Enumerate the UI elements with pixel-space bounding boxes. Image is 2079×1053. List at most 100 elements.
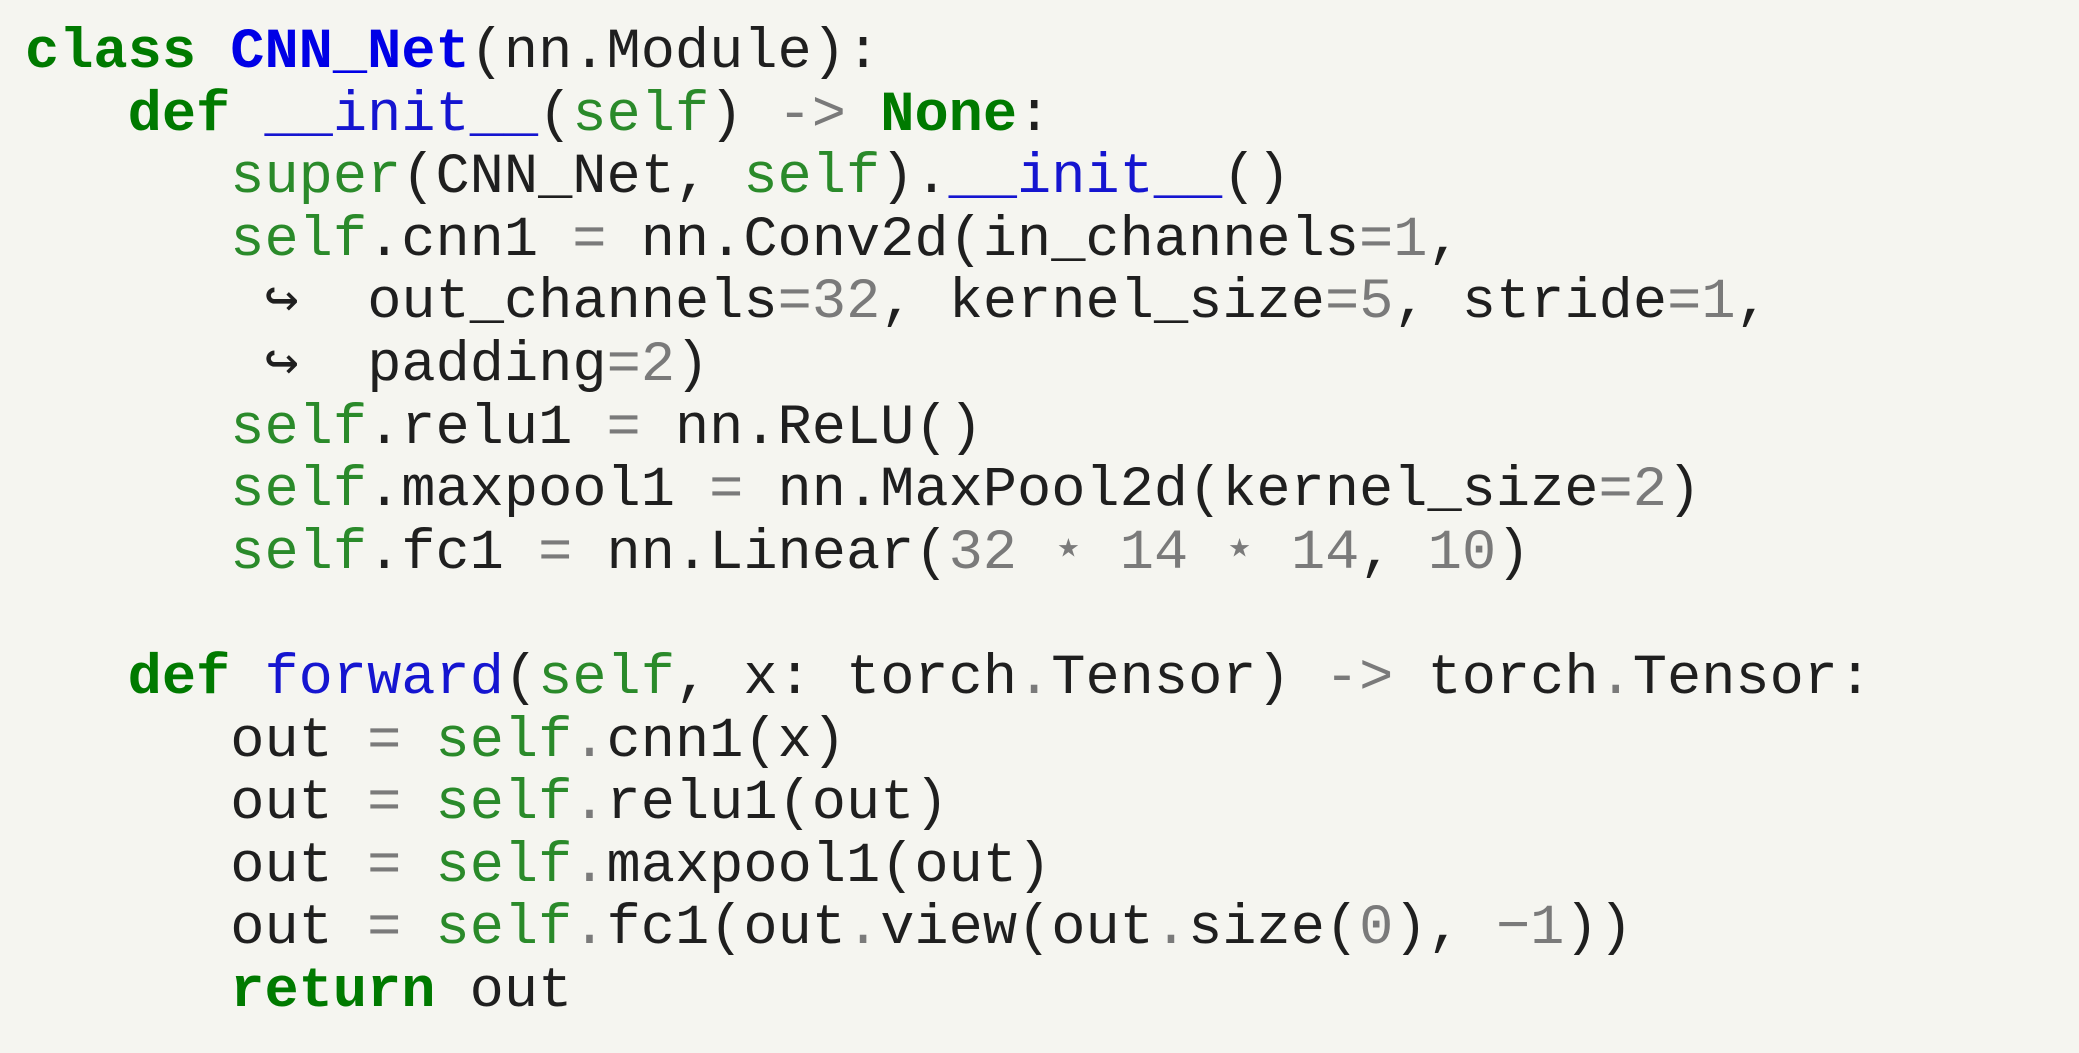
text-token — [25, 647, 128, 711]
text-token: padding — [298, 333, 607, 398]
operator-token: -> — [1324, 646, 1394, 711]
text-token — [25, 960, 230, 1024]
code-line: super(CNN_Net, self).__init__() — [25, 147, 1872, 210]
number-token: 14 — [1119, 521, 1189, 586]
operator-token: = — [538, 521, 573, 586]
text-token — [25, 334, 264, 398]
text-token: .cnn1 — [367, 208, 573, 273]
code-line: self.maxpool1 = nn.MaxPool2d(kernel_size… — [25, 460, 1872, 523]
builtin-token: self — [743, 146, 881, 211]
text-token: ( — [538, 83, 573, 148]
code-line: ↪ padding=2) — [25, 335, 1872, 398]
text-token — [846, 84, 880, 148]
operator-token: = — [606, 396, 641, 461]
line-continuation-icon: ↪ — [264, 271, 299, 336]
text-token — [401, 897, 435, 961]
operator-token: = — [572, 208, 607, 273]
number-token: 2 — [640, 333, 676, 398]
text-token — [1188, 522, 1222, 586]
operator-token: . — [572, 897, 607, 962]
operator-token: . — [846, 897, 881, 962]
operator-token: ⋆ — [1222, 521, 1257, 586]
number-token: 2 — [1632, 459, 1667, 524]
operator-token: = — [367, 772, 402, 837]
text-token — [25, 146, 230, 210]
operator-token: = — [777, 271, 812, 336]
text-token: Tensor) — [1051, 646, 1325, 711]
text-token: , — [1427, 208, 1462, 273]
number-token: 5 — [1359, 271, 1394, 336]
function-name-token: __init__ — [948, 146, 1223, 211]
code-line: def forward(self, x: torch.Tensor) -> to… — [25, 646, 1873, 711]
number-token: 10 — [1427, 521, 1497, 586]
text-token: )) — [1564, 897, 1633, 962]
code-line — [25, 585, 1872, 648]
builtin-token: self — [572, 83, 710, 148]
operator-token: = — [1598, 459, 1633, 524]
text-token — [25, 522, 230, 586]
text-token: out_channels — [298, 271, 778, 336]
number-token: 14 — [1290, 521, 1360, 586]
text-token: relu1(out) — [606, 772, 949, 837]
text-token: cnn1(x) — [606, 709, 846, 774]
code-line: ↪ out_channels=32, kernel_size=5, stride… — [25, 272, 1872, 335]
operator-token: = — [367, 897, 402, 962]
operator-token: . — [1153, 897, 1189, 962]
text-token: view(out — [880, 897, 1154, 962]
operator-token: = — [606, 333, 641, 398]
operator-token: = — [1359, 208, 1394, 273]
operator-token: = — [1667, 271, 1702, 336]
keyword-token: def — [127, 646, 231, 711]
text-token: .fc1 — [367, 521, 539, 586]
text-token: , kernel_size — [880, 271, 1325, 336]
text-token: (nn.Module): — [469, 21, 881, 85]
class-name-token: CNN_Net — [230, 21, 470, 85]
number-token: 1 — [1701, 271, 1736, 336]
builtin-token: self — [538, 646, 675, 711]
text-token — [230, 647, 264, 711]
number-token: 0 — [1359, 897, 1394, 962]
text-token: (CNN_Net, — [401, 146, 744, 211]
code-line: return out — [25, 961, 1872, 1024]
text-token: : — [1017, 83, 1052, 148]
text-token: fc1(out — [606, 897, 846, 962]
operator-token: = — [1325, 271, 1360, 336]
text-token — [25, 209, 230, 273]
text-token: ). — [880, 146, 949, 211]
text-token: , stride — [1393, 271, 1668, 336]
text-token — [25, 271, 264, 335]
text-token: maxpool1(out) — [606, 834, 1052, 899]
code-block: class CNN_Net(nn.Module): def __init__(s… — [25, 22, 1872, 1024]
keyword-token: return — [230, 959, 436, 1024]
number-token: 32 — [948, 521, 1017, 586]
builtin-token: self — [435, 897, 573, 962]
keyword-token: def — [127, 83, 231, 148]
builtin-token: self — [230, 396, 368, 461]
text-token — [401, 710, 435, 774]
builtin-token: self — [230, 208, 368, 273]
builtin-token: self — [230, 521, 368, 586]
code-line: out = self.maxpool1(out) — [25, 834, 1872, 899]
text-token: torch — [1393, 646, 1599, 711]
builtin-token: self — [435, 709, 573, 774]
code-line: self.fc1 = nn.Linear(32 ⋆ 14 ⋆ 14, 10) — [25, 521, 1872, 586]
operator-token: . — [1017, 646, 1052, 711]
text-token: out — [25, 772, 368, 837]
keyword-token: class — [25, 21, 197, 85]
text-token: , — [1735, 271, 1770, 336]
text-token — [401, 835, 435, 899]
text-token — [25, 459, 230, 523]
operator-token: = — [367, 834, 402, 899]
function-name-token: forward — [264, 646, 504, 711]
operator-token: . — [572, 709, 607, 774]
text-token: ( — [503, 646, 539, 711]
text-token — [1257, 522, 1291, 586]
text-token: nn.MaxPool2d(kernel_size — [743, 459, 1599, 524]
text-token — [1017, 522, 1051, 586]
text-token: () — [1222, 146, 1291, 211]
text-token: nn.ReLU() — [640, 396, 983, 461]
text-token: size( — [1188, 897, 1360, 962]
builtin-token: super — [230, 146, 402, 211]
text-token — [401, 772, 435, 836]
text-token: , x: torch — [674, 646, 1018, 711]
